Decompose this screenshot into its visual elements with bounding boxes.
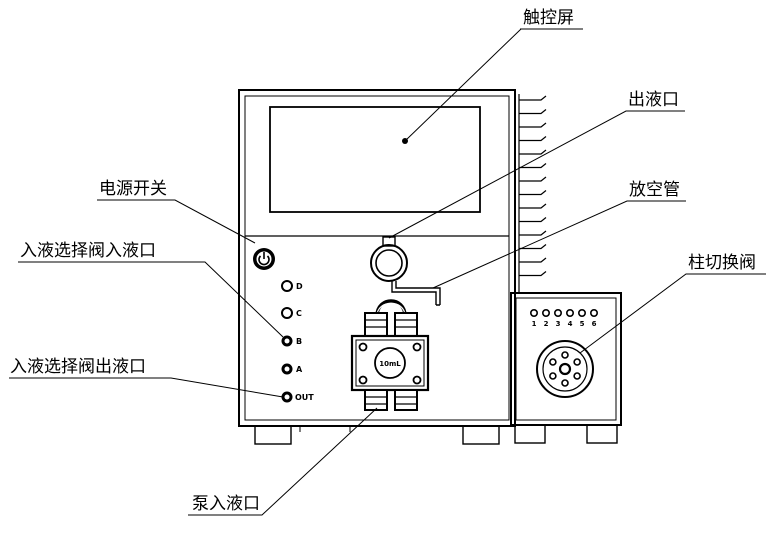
rack-tube [519, 163, 547, 169]
rack-tube [519, 176, 547, 182]
side-rack [514, 94, 547, 292]
label-touchscreen: 触控屏 [523, 8, 574, 28]
label-inlet-valve-inlet: 入液选择阀入液口 [20, 241, 156, 261]
valve-indicator-1: 1 [529, 308, 538, 328]
valve-indicator-5: 5 [577, 308, 586, 328]
rack-tube [519, 203, 547, 209]
rack-tube [519, 95, 547, 101]
valve-indicator-3: 3 [553, 308, 562, 328]
column-switch-valve[interactable] [536, 340, 594, 398]
valve-port-hole [573, 372, 581, 380]
power-button[interactable] [253, 248, 275, 270]
column-valve-box [510, 292, 622, 444]
port-c[interactable]: C [281, 307, 302, 319]
rack-tube [519, 190, 547, 196]
leader-lines [9, 28, 766, 516]
rack-tube [519, 122, 547, 128]
power-icon [258, 252, 270, 266]
port-out[interactable]: OUT [281, 391, 315, 403]
port-c-label: C [296, 309, 302, 318]
rack-tube [519, 244, 547, 250]
label-column-switch-valve: 柱切换阀 [688, 253, 756, 273]
rack-tube [519, 149, 547, 155]
rack-tube [519, 230, 547, 236]
vent-tube [391, 281, 441, 306]
port-b[interactable]: B [281, 335, 303, 347]
label-vent-tube: 放空管 [629, 180, 680, 200]
port-out-label: OUT [295, 393, 314, 402]
valve-indicator-label: 2 [544, 320, 549, 328]
port-d-label: D [296, 282, 303, 291]
label-power-switch: 电源开关 [99, 179, 167, 199]
port-a-label: A [296, 365, 303, 374]
outlet-fitting[interactable] [370, 236, 408, 282]
rack-tube [519, 217, 547, 223]
valve-port-hole [561, 379, 569, 387]
rack-tube [519, 109, 547, 115]
valve-indicator-label: 5 [580, 320, 585, 328]
valve-indicator-label: 1 [532, 320, 537, 328]
valve-indicator-6: 6 [589, 308, 598, 328]
inlet-valve-ports: D C B A OUT [281, 280, 315, 403]
port-a[interactable]: A [281, 363, 304, 375]
touchscreen-panel[interactable] [269, 106, 481, 213]
valve-port-hole [549, 358, 557, 366]
port-d[interactable]: D [281, 280, 303, 292]
pump-head[interactable] [350, 299, 430, 411]
pump-head-label: 10mL [379, 360, 401, 368]
valve-port-hole [561, 351, 569, 359]
rack-tube [519, 257, 547, 263]
rack-tube [519, 136, 547, 142]
label-pump-inlet: 泵入液口 [192, 494, 260, 514]
valve-port-hole [573, 358, 581, 366]
valve-port-hole [549, 372, 557, 380]
valve-indicator-4: 4 [565, 308, 574, 328]
port-b-label: B [296, 337, 302, 346]
valve-indicator-label: 6 [592, 320, 597, 328]
rack-tube [519, 271, 547, 277]
label-outlet: 出液口 [628, 90, 679, 110]
valve-indicator-label: 3 [556, 320, 561, 328]
valve-indicator-2: 2 [541, 308, 550, 328]
label-inlet-valve-outlet: 入液选择阀出液口 [10, 357, 146, 377]
valve-indicator-label: 4 [568, 320, 573, 328]
